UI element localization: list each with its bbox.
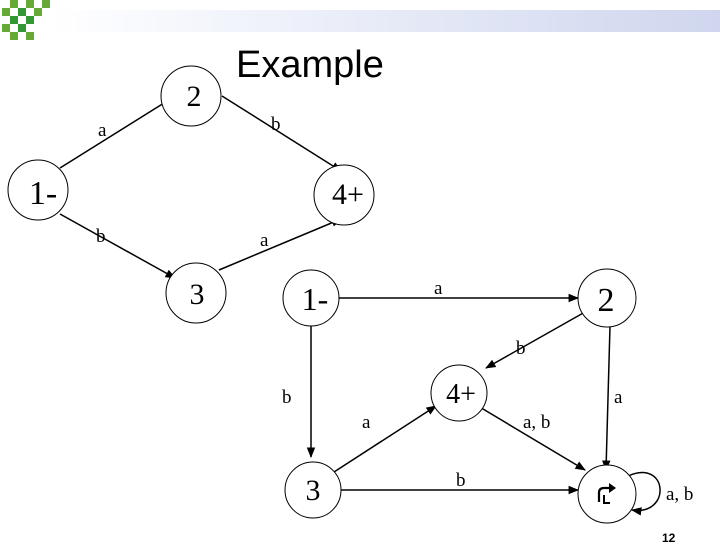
bottom-edge-1-3-label: b [282, 387, 292, 408]
bottom-state-2-label: 2 [598, 282, 615, 319]
bottom-diagram: 1- 2 3 4+ a b b a a b a, b a, b [282, 269, 693, 523]
top-edge-2-4 [222, 96, 341, 171]
top-edge-3-4 [219, 219, 341, 270]
bottom-edge-1-2-label: a [434, 278, 443, 299]
bottom-edge-3-4 [334, 406, 436, 472]
top-edge-1-2-label: a [98, 120, 107, 141]
bottom-edge-2-4-label: b [516, 338, 526, 359]
top-edge-1-2 [60, 103, 164, 168]
bottom-state-4-label: 4+ [446, 379, 476, 410]
bottom-edge-3-4-label: a [362, 412, 371, 433]
top-state-1-label: 1- [29, 175, 57, 212]
top-state-4-label: 4+ [332, 178, 364, 211]
top-edge-2-4-label: b [271, 114, 281, 135]
bottom-state-1-label: 1- [302, 281, 329, 317]
bottom-edge-5-5-label: a, b [666, 484, 693, 505]
bottom-edge-2-5 [606, 326, 610, 470]
bottom-edge-2-4 [486, 312, 585, 368]
top-state-2-label: 2 [187, 80, 202, 113]
top-edge-1-3-label: b [96, 226, 106, 247]
bottom-edge-2-5-label: a [614, 387, 623, 408]
bottom-edge-3-5-label: b [456, 470, 466, 491]
top-edge-1-3 [60, 214, 175, 278]
top-state-3-label: 3 [190, 278, 205, 311]
bottom-edge-4-5-label: a, b [523, 412, 550, 433]
bottom-state-5 [578, 465, 636, 523]
page-number: 12 [662, 531, 675, 545]
bottom-state-3-label: 3 [306, 474, 321, 507]
top-edge-3-4-label: a [260, 230, 269, 251]
